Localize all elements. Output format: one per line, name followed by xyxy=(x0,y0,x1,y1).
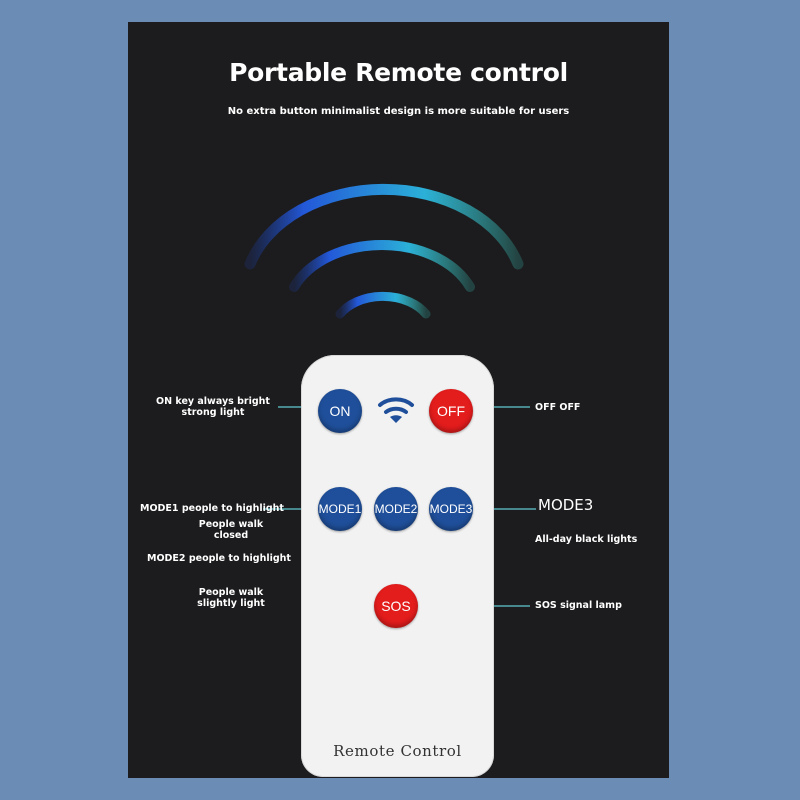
mode2-note: People walk slightly light xyxy=(186,587,276,609)
sos-button[interactable]: SOS xyxy=(374,584,418,628)
signal-waves-icon xyxy=(244,183,524,319)
remote-label: Remote Control xyxy=(333,742,462,760)
mode1-callout: MODE1 people to highlight xyxy=(140,503,284,514)
mode2-button[interactable]: MODE2 xyxy=(374,487,418,531)
mode2-callout: MODE2 people to highlight xyxy=(147,553,291,564)
wifi-icon xyxy=(378,397,414,423)
mode2-note-line1: People walk xyxy=(198,587,264,598)
on-callout: ON key always bright strong light xyxy=(148,396,278,418)
mode3-callout: MODE3 xyxy=(538,496,594,514)
remote-control: ON OFF MODE1 MODE2 MODE3 SOS Remote Cont… xyxy=(301,355,494,777)
on-callout-line1: ON key always bright xyxy=(156,396,270,407)
mode1-note: People walk closed xyxy=(186,519,276,541)
mode3-note: All-day black lights xyxy=(535,534,638,545)
mode1-note-line2: closed xyxy=(213,530,249,541)
page-title: Portable Remote control xyxy=(229,58,568,87)
mode1-note-line1: People walk xyxy=(198,519,264,530)
off-button[interactable]: OFF xyxy=(429,389,473,433)
product-panel: Portable Remote control No extra button … xyxy=(128,22,669,778)
on-button[interactable]: ON xyxy=(318,389,362,433)
on-callout-line2: strong light xyxy=(181,407,245,418)
mode1-button[interactable]: MODE1 xyxy=(318,487,362,531)
mode3-button[interactable]: MODE3 xyxy=(429,487,473,531)
page-subtitle: No extra button minimalist design is mor… xyxy=(227,106,570,117)
off-callout: OFF OFF xyxy=(535,402,581,413)
sos-callout: SOS signal lamp xyxy=(535,600,622,611)
mode2-note-line2: slightly light xyxy=(197,598,265,609)
